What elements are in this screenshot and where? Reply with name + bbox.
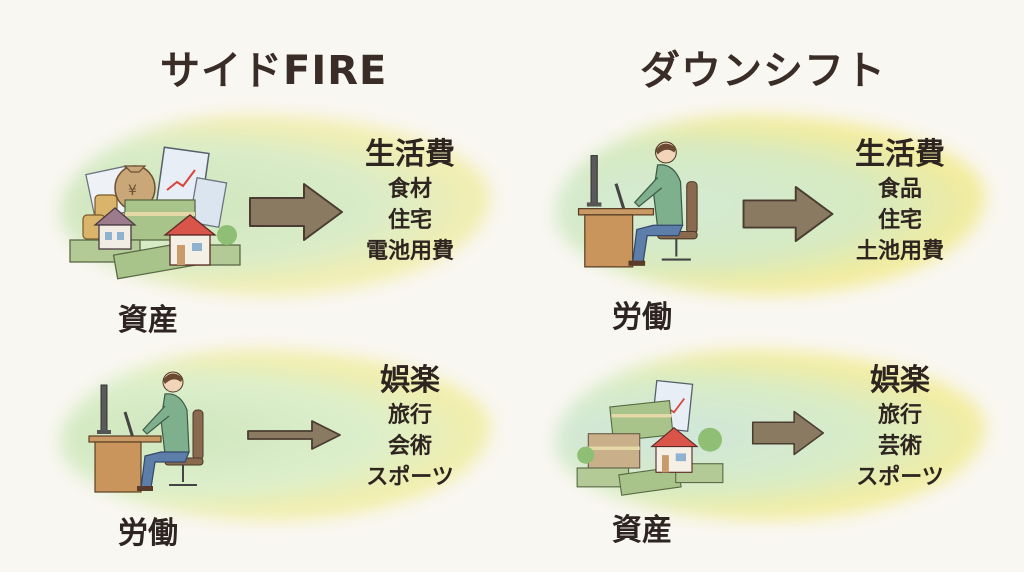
- entertainment-block: 娯楽 旅行 会術 スポーツ: [340, 362, 480, 493]
- block-item: 会術: [387, 434, 432, 459]
- assets-illustration-icon: [576, 379, 724, 496]
- source-label-labor: 労働: [118, 516, 178, 551]
- source-label-labor: 労働: [612, 300, 672, 335]
- block-item: スポーツ: [856, 465, 944, 490]
- block-item: 旅行: [877, 403, 922, 428]
- block-item: 住宅: [387, 208, 432, 233]
- block-heading: 生活費: [855, 137, 945, 172]
- block-item: 食品: [877, 177, 922, 202]
- source-label-assets: 資産: [612, 513, 672, 548]
- block-item: 土池用費: [855, 239, 944, 264]
- worker-at-desk-illustration-icon: [577, 141, 698, 268]
- thick-arrow-icon: [249, 183, 343, 241]
- block-item: 住宅: [877, 208, 922, 233]
- block-heading: 生活費: [365, 137, 455, 172]
- entertainment-block: 娯楽 旅行 芸術 スポーツ: [830, 362, 970, 493]
- source-label-assets: 資産: [118, 303, 178, 338]
- block-item: 食材: [387, 177, 432, 202]
- block-item: 電池用費: [365, 239, 454, 264]
- thick-arrow-icon: [742, 185, 834, 243]
- block-item: 旅行: [387, 403, 432, 428]
- assets-illustration-icon: ¥: [69, 146, 241, 280]
- worker-at-desk-illustration-icon: [88, 371, 204, 493]
- block-item: 芸術: [877, 434, 922, 459]
- living-expenses-block: 生活費 食品 住宅 土池用費: [830, 136, 970, 267]
- block-heading: 娯楽: [380, 363, 440, 398]
- thin-arrow-icon: [247, 420, 341, 450]
- block-heading: 娯楽: [870, 363, 930, 398]
- living-expenses-block: 生活費 食材 住宅 電池用費: [340, 136, 480, 267]
- svg-text:¥: ¥: [128, 183, 137, 199]
- column-title-downshift: ダウンシフト: [640, 48, 886, 94]
- block-item: スポーツ: [366, 465, 454, 490]
- thick-arrow-icon: [751, 410, 825, 456]
- column-title-side-fire: サイドFIRE: [160, 48, 388, 94]
